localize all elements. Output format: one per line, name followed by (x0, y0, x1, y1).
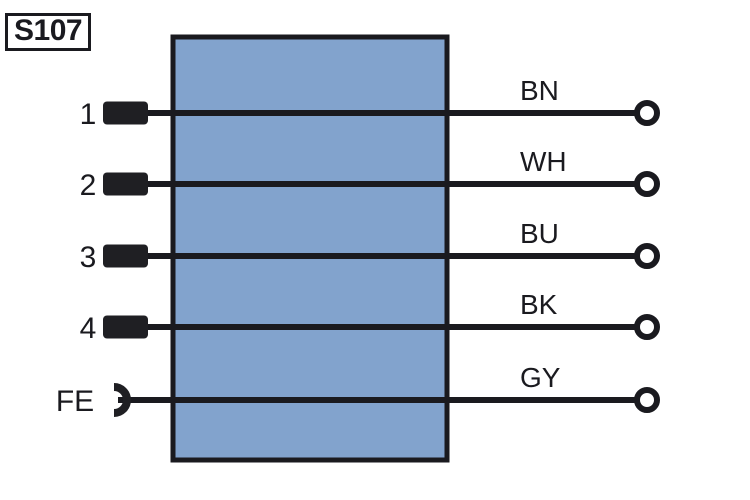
designation-tag: S107 (5, 13, 92, 51)
pin-number-label-2: 2 (80, 169, 97, 202)
wire-row-2: 2 WH (80, 146, 660, 202)
wire-color-label-4: BK (520, 289, 558, 320)
terminal-ring-4 (634, 314, 660, 340)
wire-row-3: 3 BU (80, 218, 660, 274)
sensor-body-rect (170, 34, 450, 463)
pin-number-label-1: 1 (80, 98, 97, 131)
pin-number-label-fe: FE (56, 385, 94, 418)
wire-color-label-3: BU (520, 218, 559, 249)
pin-blade-2 (103, 172, 148, 196)
wire-row-fe: FE GY (56, 362, 660, 418)
pin-blade-3 (103, 244, 148, 268)
pin-blade-1 (103, 101, 148, 125)
pin-number-label-3: 3 (80, 241, 97, 274)
pin-blade-4 (103, 315, 148, 339)
terminal-ring-3 (634, 243, 660, 269)
wire-color-label-1: BN (520, 75, 559, 106)
terminal-ring-1 (634, 100, 660, 126)
terminal-ring-fe (634, 387, 660, 413)
wire-color-label-2: WH (520, 146, 567, 177)
wire-color-label-fe: GY (520, 362, 561, 393)
wire-row-1: 1 BN (80, 75, 660, 131)
wire-row-4: 4 BK (80, 289, 660, 345)
terminal-ring-2 (634, 171, 660, 197)
pin-number-label-4: 4 (80, 312, 97, 345)
fe-earth-crescent-icon (113, 383, 131, 417)
